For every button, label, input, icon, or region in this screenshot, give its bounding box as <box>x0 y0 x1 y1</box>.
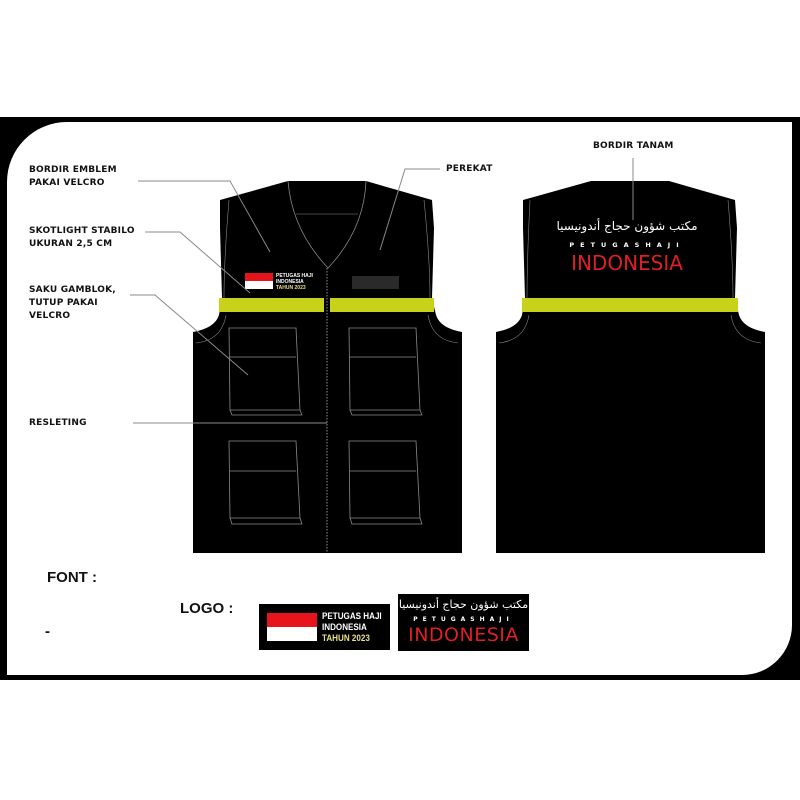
annotation-resleting: RESLETING <box>29 418 87 428</box>
logo-petugas-haji-emblem: PETUGAS HAJI INDONESIA TAHUN 2023 <box>259 604 390 650</box>
annotation-line: BORDIR EMBLEM <box>29 165 117 175</box>
flag-red-stripe <box>267 613 317 627</box>
back-indonesia-text: INDONESIA <box>571 251 683 275</box>
annotation-bordir-emblem: BORDIR EMBLEM PAKAI VELCRO <box>29 164 117 190</box>
logo2-indonesia: INDONESIA <box>408 624 519 646</box>
back-arabic-text: مكتب شؤون حجاج أندونيسيا <box>556 219 698 233</box>
annotation-line: PAKAI VELCRO <box>29 178 105 188</box>
logo1-line3: TAHUN 2023 <box>322 633 370 644</box>
reflective-stripe-back <box>522 298 738 312</box>
emblem-line3: TAHUN 2023 <box>276 285 306 291</box>
annotation-line: TUTUP PAKAI <box>29 298 98 308</box>
logo1-line1: PETUGAS HAJI <box>322 611 382 622</box>
annotation-line: SKOTLIGHT STABILO <box>29 226 135 236</box>
reflective-stripe-right <box>330 298 434 312</box>
annotation-saku: SAKU GAMBLOK, TUTUP PAKAI VELCRO <box>29 284 116 323</box>
annotation-line: VELCRO <box>29 311 71 321</box>
logo-back-embroidery: مكتب شؤون حجاج أندونيسيا PETUGASHAJI IND… <box>398 594 529 651</box>
pockets <box>228 327 423 525</box>
logo1-line2: INDONESIA <box>322 622 367 633</box>
front-vest <box>193 180 462 553</box>
emblem-line2: INDONESIA <box>276 279 304 285</box>
flag-white-stripe <box>267 627 317 641</box>
font-label: FONT : <box>47 569 97 586</box>
font-value: - <box>45 623 50 640</box>
logo2-petugas: PETUGASHAJI <box>413 616 514 623</box>
back-vest <box>496 181 765 553</box>
back-petugas-text: PETUGASHAJI <box>569 241 685 249</box>
emblem-line1: PETUGAS HAJI <box>276 273 313 279</box>
leader-lines <box>130 158 634 424</box>
reflective-stripe-left <box>219 298 324 312</box>
annotation-line: UKURAN 2,5 CM <box>29 239 113 249</box>
annotation-bordir-tanam: BORDIR TANAM <box>593 141 674 151</box>
annotation-perekat: PEREKAT <box>446 164 493 174</box>
annotation-line: SAKU GAMBLOK, <box>29 285 116 295</box>
logo-label: LOGO : <box>180 600 234 617</box>
annotation-skotlight: SKOTLIGHT STABILO UKURAN 2,5 CM <box>29 225 135 251</box>
logo2-arabic: مكتب شؤون حجاج أندونيسيا <box>398 598 529 611</box>
velcro-patch <box>352 276 399 289</box>
